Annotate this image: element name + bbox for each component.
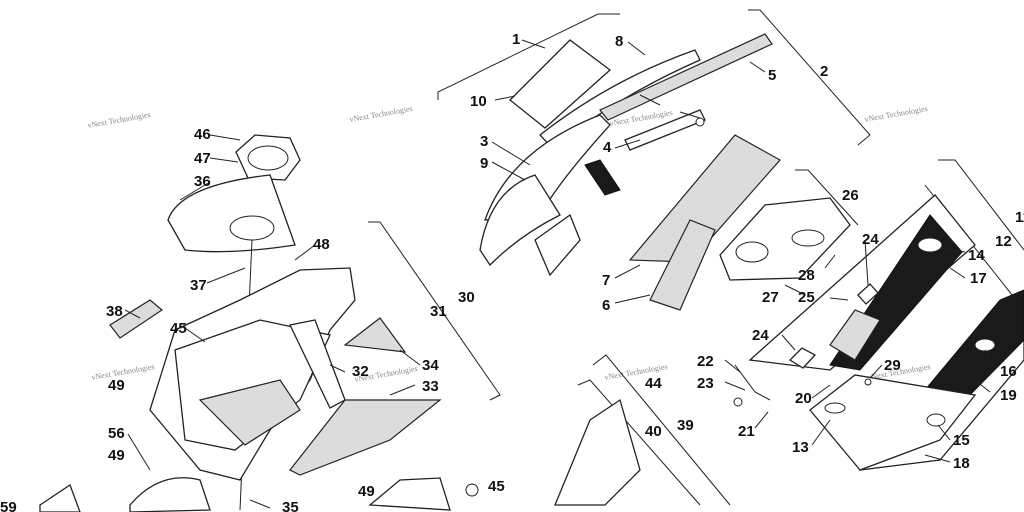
callout-10: 10 xyxy=(470,93,487,110)
insert-24a xyxy=(788,347,817,369)
knee-pad xyxy=(368,477,451,511)
lower-guard xyxy=(129,477,211,512)
callout-17: 17 xyxy=(970,270,987,287)
callout-28: 28 xyxy=(798,267,815,284)
callout-8: 8 xyxy=(615,33,623,50)
hood-group xyxy=(719,159,1024,471)
callout-13: 13 xyxy=(792,439,809,456)
watermark: vNext Technologies xyxy=(87,110,152,130)
callout-31: 31 xyxy=(430,303,447,320)
callout-26: 26 xyxy=(842,187,859,204)
callout-19: 19 xyxy=(1000,387,1017,404)
headlight-lens xyxy=(735,241,769,263)
callout-22: 22 xyxy=(697,353,714,370)
callout-3: 3 xyxy=(480,133,488,150)
callout-9: 9 xyxy=(480,155,488,172)
watermark: vNext Technologies xyxy=(349,104,414,124)
pad-lower xyxy=(649,219,716,311)
callout-38: 38 xyxy=(106,303,123,320)
callout-21: 21 xyxy=(738,423,755,440)
callout-49c: 49 xyxy=(358,483,375,500)
badge-16 xyxy=(974,338,996,352)
callout-5: 5 xyxy=(768,67,776,84)
callout-1: 1 xyxy=(512,31,520,48)
bracket-dark xyxy=(584,159,621,196)
fastener-45 xyxy=(465,483,479,497)
callout-24b: 24 xyxy=(862,231,879,248)
callout-40: 40 xyxy=(645,423,662,440)
duct-port xyxy=(229,215,275,241)
deflector xyxy=(599,33,773,121)
callout-14: 14 xyxy=(968,247,985,264)
callout-45: 45 xyxy=(170,320,187,337)
watermark: vNext Technologies xyxy=(864,104,929,124)
belly-pan-floor xyxy=(198,379,301,446)
callout-labels: 1 2 3 4 5 6 7 8 9 10 11 12 13 14 15 16 1… xyxy=(0,31,1024,512)
windshield-group xyxy=(437,13,773,277)
washer-13 xyxy=(824,402,846,414)
lower-fairing xyxy=(809,374,977,471)
callout-45b: 45 xyxy=(488,478,505,495)
callout-49: 49 xyxy=(108,377,125,394)
skid-panel xyxy=(289,399,442,476)
callout-44: 44 xyxy=(645,375,662,392)
badge-15 xyxy=(926,413,946,427)
callout-15: 15 xyxy=(953,432,970,449)
fastener xyxy=(695,117,705,127)
callout-25: 25 xyxy=(798,289,815,306)
callout-56: 56 xyxy=(108,425,125,442)
headlight-housing xyxy=(719,197,851,281)
triangle-panel xyxy=(343,317,407,353)
callout-36: 36 xyxy=(194,173,211,190)
leader-lines xyxy=(124,39,996,509)
lower-guard-left xyxy=(39,484,81,512)
side-panel-center xyxy=(554,398,641,506)
belly-pan-group xyxy=(39,267,442,512)
duct-housing xyxy=(167,174,296,253)
insert-24b xyxy=(857,283,879,305)
callout-11: 11 xyxy=(1015,209,1024,226)
callout-24: 24 xyxy=(752,327,769,344)
lower-bracket xyxy=(534,213,581,277)
callout-35: 35 xyxy=(282,499,299,512)
fastener-29 xyxy=(864,378,872,386)
trim-strip xyxy=(624,109,706,151)
side-panel-group xyxy=(368,354,731,511)
callout-59: 59 xyxy=(0,499,17,512)
callout-16: 16 xyxy=(1000,363,1017,380)
callout-6: 6 xyxy=(602,297,610,314)
vent-screen xyxy=(829,309,881,361)
callout-23: 23 xyxy=(697,375,714,392)
duct-opening xyxy=(247,145,289,171)
lens-small xyxy=(791,229,825,247)
callout-30: 30 xyxy=(458,289,475,306)
callout-37: 37 xyxy=(190,277,207,294)
callout-27: 27 xyxy=(762,289,779,306)
callout-32: 32 xyxy=(352,363,369,380)
belly-pan-inner xyxy=(174,319,331,451)
callout-20: 20 xyxy=(795,390,812,407)
badge-14 xyxy=(917,237,943,253)
callout-49b: 49 xyxy=(108,447,125,464)
callout-12: 12 xyxy=(995,233,1012,250)
callout-39: 39 xyxy=(677,417,694,434)
callout-2: 2 xyxy=(820,63,828,80)
callout-33: 33 xyxy=(422,378,439,395)
callout-48: 48 xyxy=(313,236,330,253)
side-bezel xyxy=(479,174,561,267)
callout-7: 7 xyxy=(602,272,610,289)
windshield xyxy=(509,39,612,129)
callout-46: 46 xyxy=(194,126,211,143)
callout-34: 34 xyxy=(422,357,439,374)
callout-18: 18 xyxy=(953,455,970,472)
connector-21 xyxy=(733,397,743,407)
callout-4: 4 xyxy=(603,139,612,156)
sticker-38 xyxy=(109,299,164,339)
callout-29: 29 xyxy=(884,357,901,374)
duct-group xyxy=(167,134,301,511)
callout-47: 47 xyxy=(194,150,211,167)
